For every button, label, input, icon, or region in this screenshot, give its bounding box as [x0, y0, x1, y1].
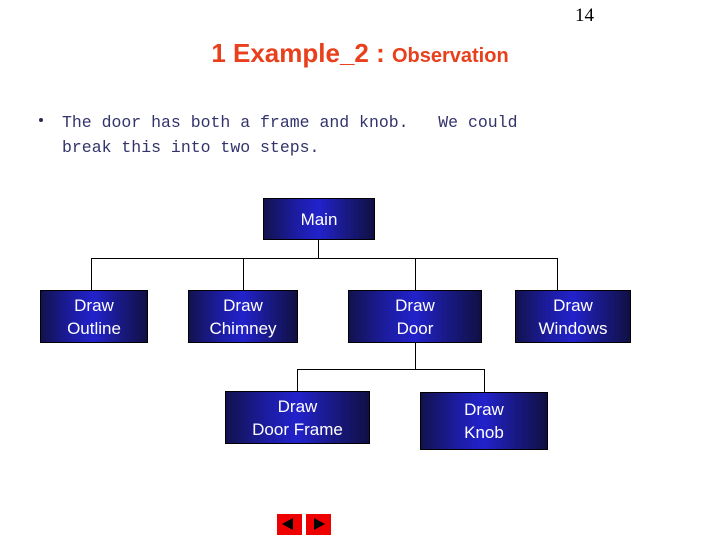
- bullet-dot-icon: [39, 118, 43, 122]
- previous-slide-button[interactable]: [277, 514, 302, 535]
- flowchart-node-draw-outline[interactable]: Draw Outline: [40, 290, 148, 343]
- connector-drop-outline: [91, 258, 92, 290]
- connector-row3-bus: [297, 369, 485, 370]
- connector-drop-windows: [557, 258, 558, 290]
- flowchart-node-draw-chimney[interactable]: Draw Chimney: [188, 290, 298, 343]
- flowchart-node-draw-windows[interactable]: Draw Windows: [515, 290, 631, 343]
- bullet-text: The door has both a frame and knob. We c…: [62, 113, 518, 157]
- connector-drop-chimney: [243, 258, 244, 290]
- arrow-right-icon: [314, 518, 325, 530]
- arrow-left-icon: [282, 518, 293, 530]
- connector-drop-doorframe: [297, 369, 298, 391]
- connector-drop-knob: [484, 369, 485, 392]
- page-number: 14: [575, 5, 594, 26]
- flowchart-node-draw-door[interactable]: Draw Door: [348, 290, 482, 343]
- flowchart-node-draw-door-frame[interactable]: Draw Door Frame: [225, 391, 370, 444]
- connector-drop-door: [415, 258, 416, 290]
- connector-door-stem: [415, 343, 416, 369]
- page-title-sub: Observation: [391, 45, 509, 67]
- connector-main-stem: [318, 240, 319, 259]
- connector-row2-bus: [91, 258, 558, 259]
- page-title-main: 1 Example_2 :: [211, 38, 392, 68]
- page-title: 1 Example_2 : Observation: [0, 38, 720, 69]
- next-slide-button[interactable]: [306, 514, 331, 535]
- flowchart-node-main[interactable]: Main: [263, 198, 375, 240]
- flowchart-node-draw-knob[interactable]: Draw Knob: [420, 392, 548, 450]
